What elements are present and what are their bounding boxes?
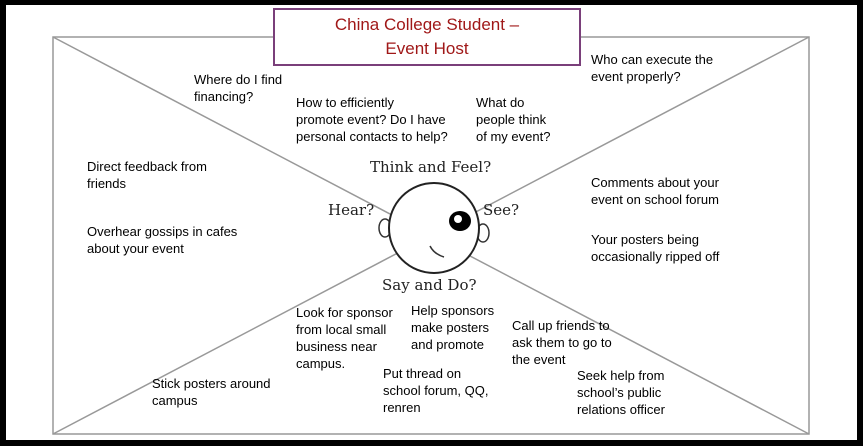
note-financing: Where do I find financing? (194, 71, 282, 105)
note-call-friends: Call up friends to ask them to go to the… (512, 317, 612, 368)
note-people-think: What do people think of my event? (476, 94, 550, 145)
note-forum-comments: Comments about your event on school foru… (591, 174, 719, 208)
note-direct-feedback: Direct feedback from friends (87, 158, 207, 192)
face-icon (372, 178, 496, 278)
say-do-label: Say and Do? (382, 276, 477, 294)
title-line-2: Event Host (275, 37, 579, 61)
see-label: See? (483, 201, 519, 219)
title-box: China College Student – Event Host (273, 8, 581, 66)
title-line-1: China College Student – (275, 13, 579, 37)
empathy-map-canvas: China College Student – Event Host Think… (6, 5, 857, 440)
note-overhear-gossips: Overhear gossips in cafes about your eve… (87, 223, 237, 257)
think-feel-label: Think and Feel? (370, 158, 491, 176)
note-put-thread: Put thread on school forum, QQ, renren (383, 365, 488, 416)
note-help-sponsors: Help sponsors make posters and promote (411, 302, 494, 353)
note-who-can-execute: Who can execute the event properly? (591, 51, 713, 85)
note-seek-help: Seek help from school’s public relations… (577, 367, 665, 418)
note-look-for-sponsor: Look for sponsor from local small busine… (296, 304, 393, 372)
note-posters-ripped: Your posters being occasionally ripped o… (591, 231, 719, 265)
hear-label: Hear? (328, 201, 374, 219)
note-stick-posters: Stick posters around campus (152, 375, 271, 409)
note-promote-event: How to efficiently promote event? Do I h… (296, 94, 448, 145)
